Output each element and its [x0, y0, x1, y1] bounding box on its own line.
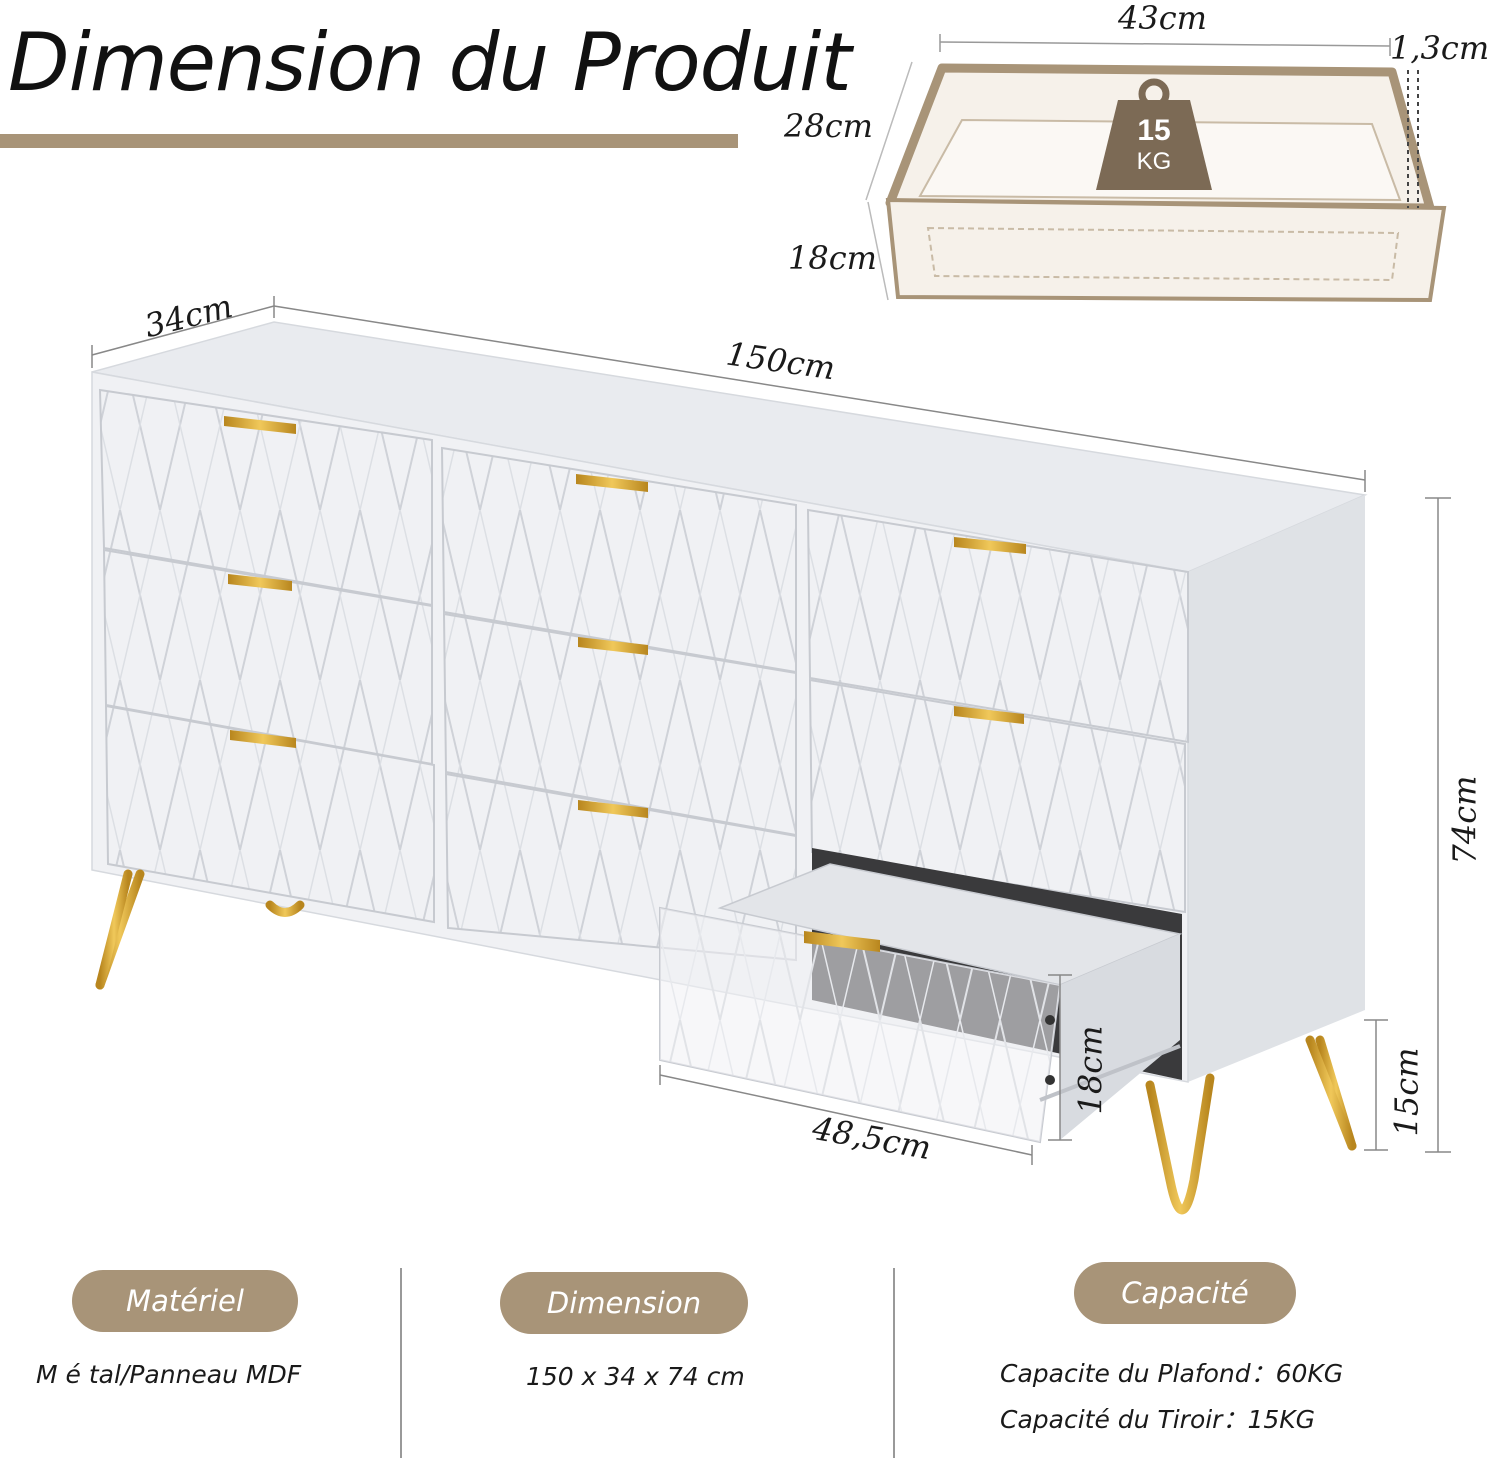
drawer-width-label: 43cm: [1118, 0, 1207, 37]
material-pill: Matériel: [72, 1270, 298, 1332]
capacity-drawer: Capacité du Tiroir：15KG: [1000, 1405, 1316, 1434]
capacity-ceiling: Capacite du Plafond：60KG: [1000, 1359, 1344, 1388]
leg-height-label: 15cm: [1387, 1047, 1426, 1137]
gold-handles: [224, 416, 1026, 952]
drawer-wall-thickness-label: 1,3cm: [1390, 29, 1490, 67]
weight-icon-body: [1096, 100, 1212, 190]
dimension-value: 150 x 34 x 74 cm: [526, 1362, 745, 1391]
weight-unit: KG: [1136, 148, 1172, 175]
drawer-detail-illustration: [865, 34, 1447, 303]
title-underline: [0, 134, 738, 148]
capacity-pill: Capacité: [1074, 1262, 1296, 1324]
dresser-height-label: 74cm: [1445, 775, 1484, 865]
divider-2: [893, 1268, 895, 1458]
page-title: Dimension du Produit: [8, 16, 852, 109]
divider-1: [400, 1268, 402, 1458]
dresser-illustration: [91, 296, 1451, 1215]
material-value: M é tal/Panneau MDF: [36, 1360, 302, 1389]
weight-value: 15: [1137, 114, 1171, 147]
drawer-depth-label: 28cm: [784, 107, 873, 145]
gold-legs: [95, 869, 1357, 1215]
open-drawer-height-label: 18cm: [1071, 1025, 1110, 1115]
drawer-height-label: 18cm: [788, 239, 877, 277]
dimension-pill: Dimension: [500, 1272, 748, 1334]
